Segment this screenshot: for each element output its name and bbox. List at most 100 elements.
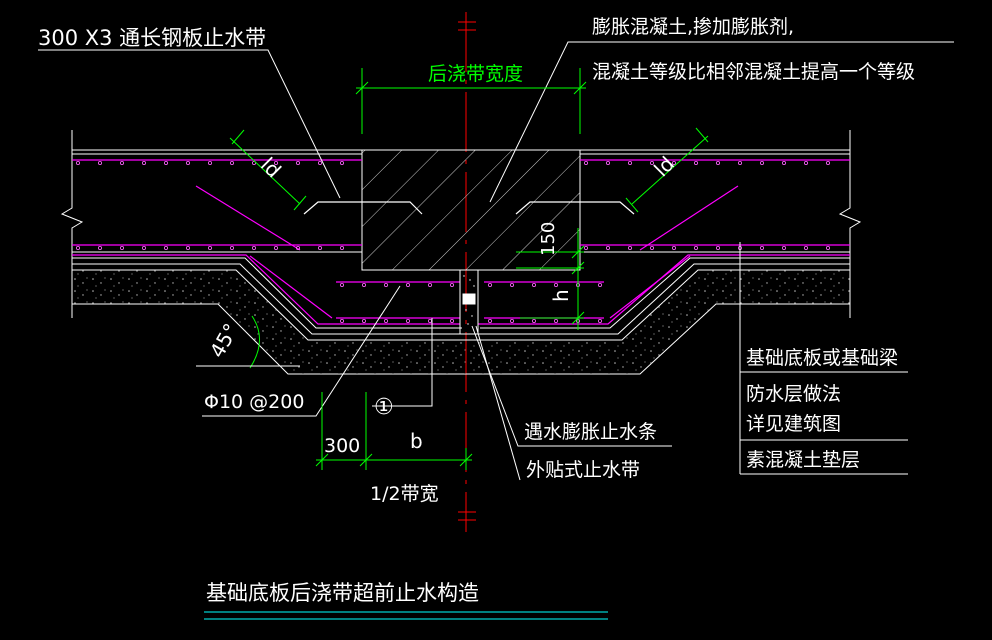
- label-circle-1: ①: [374, 395, 394, 420]
- rebar-dot: [76, 160, 81, 165]
- rebar-dot: [405, 318, 410, 323]
- rebar-dot: [251, 160, 256, 165]
- rebar-dot: [606, 245, 611, 250]
- drawing-title: 基础底板后浇带超前止水构造: [206, 581, 479, 605]
- rebar-dot: [584, 245, 589, 250]
- rebar-dot: [427, 318, 432, 323]
- dimension-lines: [229, 68, 709, 470]
- rebar-dot: [554, 318, 559, 323]
- rebar-dot: [672, 160, 677, 165]
- steel-plate-waterstop: [303, 201, 635, 215]
- label-ld-left: ld: [256, 153, 286, 183]
- label-plain-concrete: 素混凝土垫层: [746, 449, 860, 471]
- rebar-dots: [76, 160, 831, 323]
- label-steel-plate: 300 X3 通长钢板止水带: [38, 26, 266, 50]
- rebar-dot: [163, 160, 168, 165]
- rebar-dot: [295, 245, 300, 250]
- rebar-dot: [738, 160, 743, 165]
- rebar-dot: [598, 282, 603, 287]
- label-dim-150: 150: [538, 222, 559, 256]
- rebar-dot: [76, 245, 81, 250]
- rebar-dot: [716, 245, 721, 250]
- label-expansion-concrete-2: 混凝土等级比相邻混凝土提高一个等级: [592, 61, 915, 83]
- rebar-dot: [509, 318, 514, 323]
- rebar-dot: [650, 160, 655, 165]
- title-underline: [204, 611, 608, 620]
- label-expansion-concrete-1: 膨胀混凝土,掺加膨胀剂,: [592, 16, 794, 38]
- rebar-dot: [98, 245, 103, 250]
- rebar-dot: [185, 245, 190, 250]
- rebar-dot: [141, 160, 146, 165]
- rebar-dot: [760, 245, 765, 250]
- rebar-dot: [554, 282, 559, 287]
- label-ld-right: ld: [649, 152, 679, 182]
- rebar-dot: [782, 245, 787, 250]
- rebar-dot: [782, 160, 787, 165]
- rebar-dot: [694, 160, 699, 165]
- label-waterproof-1: 防水层做法: [746, 383, 841, 405]
- label-waterproof-2: 详见建筑图: [746, 413, 841, 435]
- rebar-dot: [826, 160, 831, 165]
- rebar-dot: [339, 282, 344, 287]
- label-swell-strip: 遇水膨胀止水条: [524, 421, 657, 443]
- waterstop-strip: [459, 269, 479, 335]
- pour-band-concrete: [361, 149, 581, 271]
- rebar-dot: [361, 282, 366, 287]
- rebar-dot: [361, 318, 366, 323]
- rebar-dot: [317, 245, 322, 250]
- rebar-dot: [449, 282, 454, 287]
- rebar-dot: [532, 282, 537, 287]
- label-half-band: 1/2带宽: [370, 483, 439, 505]
- rebar-dot: [317, 160, 322, 165]
- label-dim-b: b: [410, 429, 423, 453]
- rebar-dot: [804, 160, 809, 165]
- slab-outline: [60, 130, 862, 318]
- rebar-dot: [120, 245, 125, 250]
- label-angle-45: 45°: [205, 319, 244, 362]
- leader-lines: [38, 41, 954, 481]
- rebar-dot: [606, 160, 611, 165]
- label-pour-band-width: 后浇带宽度: [428, 63, 523, 85]
- rebar-dot: [383, 318, 388, 323]
- rebar-dot: [760, 160, 765, 165]
- plain-concrete-cushion: [72, 270, 850, 374]
- rebar-dot: [532, 318, 537, 323]
- rebar-dot: [207, 160, 212, 165]
- rebar-dot: [273, 160, 278, 165]
- rebar-dot: [229, 160, 234, 165]
- rebar-dot: [449, 318, 454, 323]
- rebar-dot: [120, 160, 125, 165]
- rebar-dot: [694, 245, 699, 250]
- label-dim-300: 300: [324, 435, 360, 457]
- rebar-dot: [339, 245, 344, 250]
- rebar-dot: [826, 245, 831, 250]
- rebar-dot: [273, 245, 278, 250]
- rebar-dot: [185, 160, 190, 165]
- rebar-dot: [141, 245, 146, 250]
- rebar-dot: [229, 245, 234, 250]
- rebar-dot: [650, 245, 655, 250]
- label-foundation: 基础底板或基础梁: [746, 347, 898, 369]
- rebar-dot: [509, 282, 514, 287]
- rebar-dot: [804, 245, 809, 250]
- rebar-dot: [295, 160, 300, 165]
- center-axis: [458, 12, 476, 532]
- rebar-dot: [487, 282, 492, 287]
- label-rebar: Φ10 @200: [204, 391, 304, 413]
- rebar-dot: [716, 160, 721, 165]
- label-external-stop: 外贴式止水带: [526, 459, 640, 481]
- rebar-dot: [339, 318, 344, 323]
- rebar-dot: [383, 282, 388, 287]
- rebar-dot: [339, 160, 344, 165]
- rebar-dot: [628, 245, 633, 250]
- rebar-dot: [405, 282, 410, 287]
- rebar-dot: [163, 245, 168, 250]
- rebar-dot: [487, 318, 492, 323]
- rebar-dot: [598, 318, 603, 323]
- rebar-dot: [98, 160, 103, 165]
- waterstop-dots: [463, 275, 475, 325]
- rebar-lines: [72, 159, 850, 325]
- rebar-dot: [427, 282, 432, 287]
- rebar-dot: [584, 160, 589, 165]
